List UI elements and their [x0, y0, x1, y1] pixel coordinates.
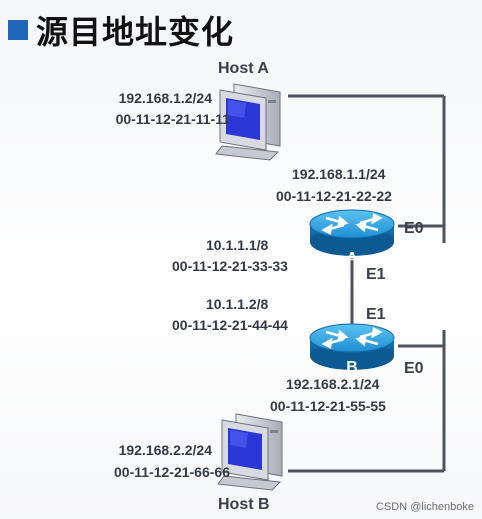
- host-a-mac: 00-11-12-21-11-11: [115, 111, 230, 127]
- router-b-e0-ip: 192.168.2.1/24: [286, 376, 380, 392]
- host-a-computer-icon: [215, 83, 281, 161]
- router-a-e0-ip: 192.168.1.1/24: [292, 166, 386, 182]
- router-b-e0-port: E0: [404, 360, 424, 377]
- router-a-e0-mac: 00-11-12-21-22-22: [276, 188, 392, 204]
- router-a-icon: [309, 209, 395, 256]
- host-b-mac: 00-11-12-21-66-66: [114, 464, 230, 480]
- router-a-name: A: [346, 250, 358, 267]
- title-bar: 源目地址变化: [8, 8, 234, 52]
- host-a-ip: 192.168.1.2/24: [118, 90, 212, 106]
- page-title: 源目地址变化: [36, 13, 235, 51]
- host-b-ip: 192.168.2.2/24: [118, 442, 212, 458]
- host-b-name: Host B: [218, 496, 270, 513]
- title-bullet-square: [8, 20, 28, 40]
- host-a-name: Host A: [218, 60, 269, 77]
- router-a-e1-ip: 10.1.1.1/8: [206, 237, 269, 253]
- network-links: [288, 94, 446, 473]
- router-b-e1-mac: 00-11-12-21-44-44: [172, 317, 288, 333]
- router-b-e1-port: E1: [366, 306, 386, 323]
- router-b-e1-ip: 10.1.1.2/8: [206, 296, 269, 312]
- router-b-icon: [309, 323, 395, 370]
- watermark: CSDN @lichenboke: [376, 501, 474, 513]
- router-b-e0-mac: 00-11-12-21-55-55: [270, 398, 386, 414]
- router-a-e0-port: E0: [404, 220, 424, 237]
- host-b-computer-icon: [217, 413, 283, 491]
- router-a-e1-port: E1: [366, 266, 386, 283]
- router-b-name: B: [346, 359, 358, 376]
- router-a-e1-mac: 00-11-12-21-33-33: [172, 258, 288, 274]
